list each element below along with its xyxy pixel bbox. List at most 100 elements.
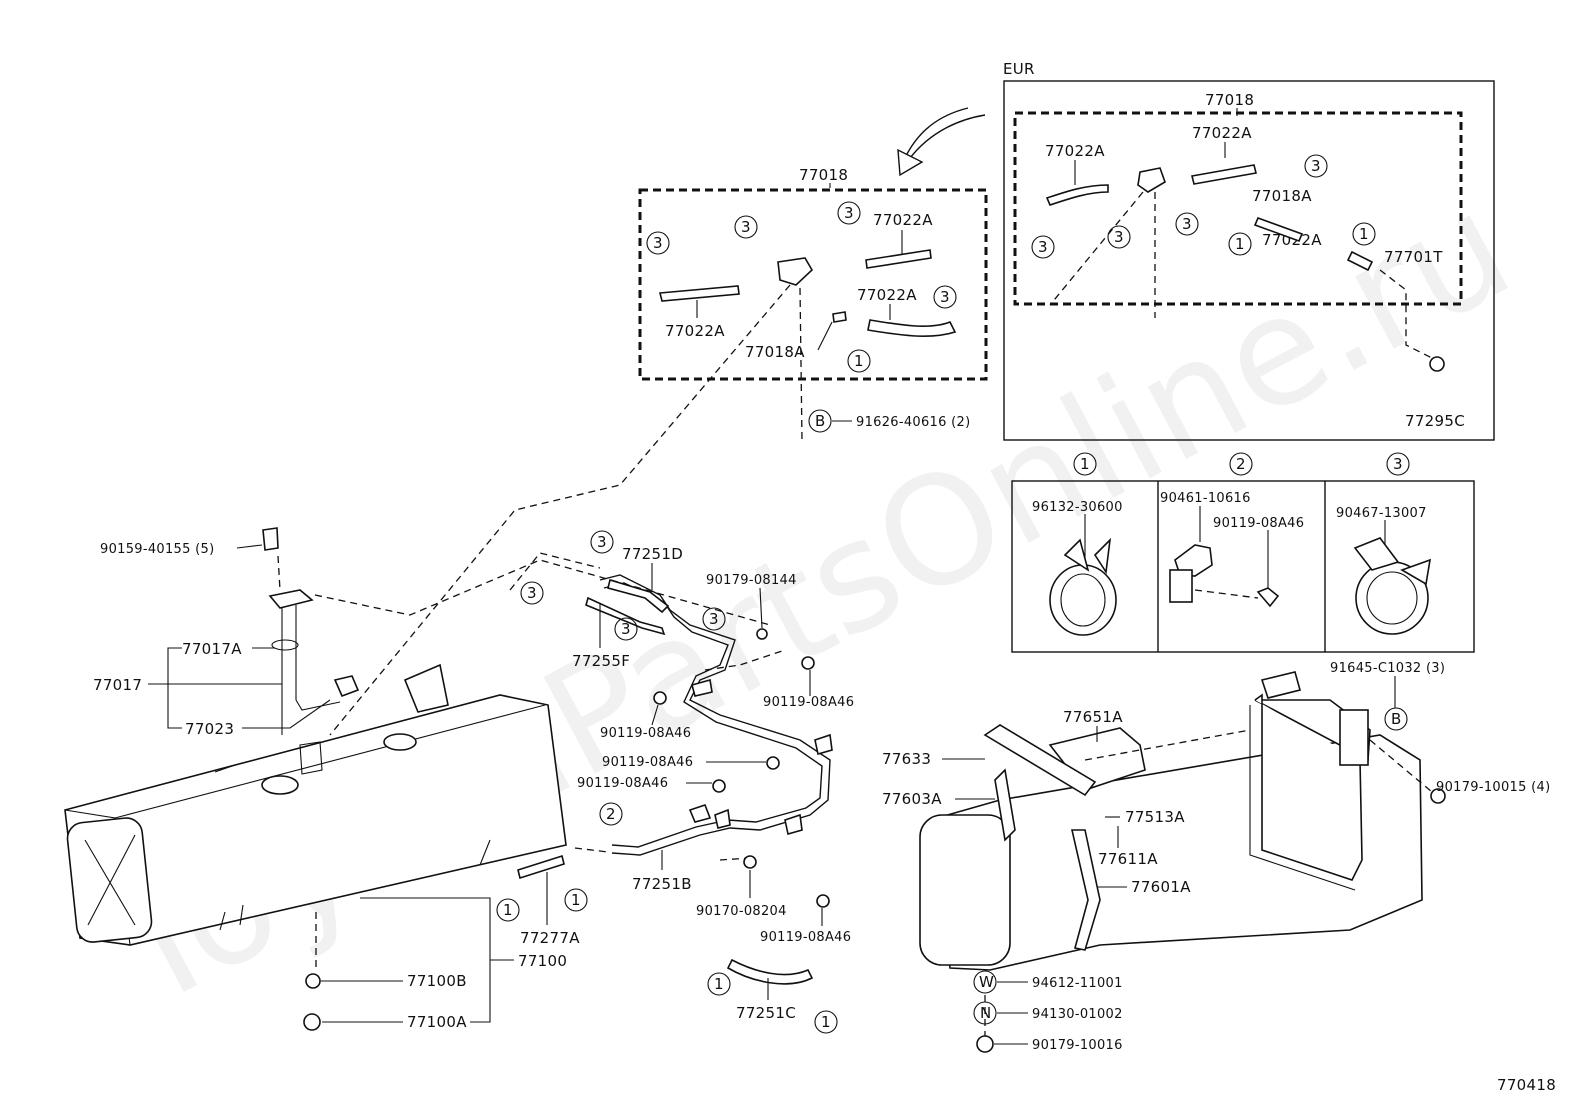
svg-text:90461-10616: 90461-10616 — [1160, 491, 1251, 506]
label-77100a: 77100A — [407, 1013, 467, 1031]
main-hose-label-left: 77022A — [665, 322, 725, 340]
svg-text:94130-01002: 94130-01002 — [1032, 1007, 1123, 1022]
eur-label: EUR — [1003, 60, 1035, 78]
svg-text:90179-10016: 90179-10016 — [1032, 1038, 1123, 1053]
main-hose-label-right: 77022A — [857, 286, 917, 304]
clip-detail-table: 1 2 3 96132-30600 90461-10616 90119-08A4… — [1011, 452, 1475, 653]
fuel-tank-77100 — [64, 663, 567, 946]
eur-hose-label-mid: 77022A — [1192, 124, 1252, 142]
eur-nut — [1429, 356, 1445, 372]
label-77017: 77017 — [93, 676, 142, 694]
eur-dashed-group — [1013, 111, 1463, 306]
sub-tank-with-bands — [919, 671, 1446, 1040]
svg-text:3: 3 — [844, 204, 854, 222]
label-77651a: 77651A — [1063, 708, 1123, 726]
label-77633: 77633 — [882, 750, 931, 768]
svg-text:3: 3 — [597, 533, 607, 551]
reference-arrow — [904, 114, 986, 166]
eur-hose-mid — [1191, 164, 1257, 185]
hose-77277a — [517, 854, 565, 880]
label-90179-10015: 90179-10015 (4) — [1436, 780, 1550, 795]
svg-text:3: 3 — [621, 620, 631, 638]
b-callout-right: B — [1384, 707, 1408, 731]
svg-text:90119-08A46: 90119-08A46 — [1213, 516, 1304, 531]
svg-text:N: N — [980, 1004, 991, 1022]
main-valve-77018a — [832, 311, 847, 323]
label-77255f: 77255F — [572, 652, 630, 670]
svg-text:96132-30600: 96132-30600 — [1032, 500, 1123, 515]
svg-text:B: B — [1391, 710, 1401, 728]
label-77023: 77023 — [185, 720, 234, 738]
svg-text:1: 1 — [821, 1013, 831, 1031]
svg-text:3: 3 — [1114, 228, 1124, 246]
svg-text:1: 1 — [1080, 455, 1090, 473]
label-77251b: 77251B — [632, 875, 692, 893]
svg-text:90467-13007: 90467-13007 — [1336, 506, 1427, 521]
label-77513a: 77513A — [1125, 808, 1185, 826]
hose-77251c-clip-refs: 1 1 — [707, 972, 838, 1034]
svg-text:1: 1 — [1359, 225, 1369, 243]
svg-text:1: 1 — [714, 975, 724, 993]
label-90179-08144: 90179-08144 — [706, 573, 797, 588]
main-valve-label: 77018A — [745, 343, 805, 361]
svg-text:3: 3 — [1182, 215, 1192, 233]
eur-group-label: 77018 — [1205, 91, 1254, 109]
eur-nut-label: 77295C — [1405, 412, 1465, 430]
label-77611a: 77611A — [1098, 850, 1158, 868]
label-90119-d: 90119-08A46 — [577, 776, 668, 791]
main-hose-left — [658, 285, 740, 302]
eur-box — [1003, 80, 1495, 441]
svg-text:1: 1 — [854, 352, 864, 370]
label-77277a: 77277A — [520, 929, 580, 947]
main-three-way-valve — [777, 257, 814, 286]
label-91645: 91645-C1032 (3) — [1330, 661, 1445, 676]
eur-hose-label-left: 77022A — [1045, 142, 1105, 160]
eur-clip-refs: 3 3 3 3 1 1 — [1031, 154, 1376, 259]
diagram-id: 770418 — [1497, 1076, 1556, 1094]
main-group-leader — [329, 284, 791, 736]
svg-text:3: 3 — [1038, 238, 1048, 256]
eur-check-valve — [1346, 250, 1374, 272]
label-77100b: 77100B — [407, 972, 467, 990]
svg-text:3: 3 — [940, 288, 950, 306]
fuel-line-bolts — [653, 628, 830, 908]
tank-clip-refs: 1 1 — [496, 888, 588, 922]
bolt-77100b — [305, 973, 321, 989]
eur-valve-77701t-label: 77701T — [1384, 248, 1443, 266]
svg-text:3: 3 — [1393, 455, 1403, 473]
label-90159: 90159-40155 (5) — [100, 542, 214, 557]
b-bolt-callout: B 91626-40616 (2) — [808, 409, 970, 433]
bolt-77100a — [303, 1013, 321, 1031]
svg-text:2: 2 — [1236, 455, 1246, 473]
main-clip-refs: 3 3 3 3 1 — [646, 201, 957, 373]
label-77100: 77100 — [518, 952, 567, 970]
fuel-lines — [509, 552, 833, 861]
svg-text:2: 2 — [606, 805, 616, 823]
main-group-label: 77018 — [799, 166, 848, 184]
svg-text:3: 3 — [741, 218, 751, 236]
svg-text:W: W — [979, 973, 994, 991]
svg-text:3: 3 — [709, 610, 719, 628]
label-77017a: 77017A — [182, 640, 242, 658]
svg-text:91626-40616 (2): 91626-40616 (2) — [856, 415, 970, 430]
main-dashed-group — [638, 188, 988, 381]
eur-three-way-valve — [1137, 167, 1166, 193]
svg-text:1: 1 — [1235, 235, 1245, 253]
label-90119-c: 90119-08A46 — [602, 755, 693, 770]
eur-hose-low — [1253, 216, 1304, 243]
svg-text:B: B — [815, 412, 825, 430]
label-90119-a: 90119-08A46 — [763, 695, 854, 710]
svg-text:1: 1 — [503, 901, 513, 919]
label-77251c: 77251C — [736, 1004, 796, 1022]
hardware-stack: W 94612-11001 N 94130-01002 90179-10016 — [973, 970, 1123, 1053]
label-90119-b: 90119-08A46 — [600, 726, 691, 741]
eur-valve-label: 77018A — [1252, 187, 1312, 205]
hose-77251c — [726, 958, 814, 985]
svg-text:3: 3 — [527, 584, 537, 602]
svg-text:94612-11001: 94612-11001 — [1032, 976, 1123, 991]
label-77251d: 77251D — [622, 545, 683, 563]
label-77601a: 77601A — [1131, 878, 1191, 896]
fuel-line-clip-refs: 3 3 3 3 2 — [520, 530, 726, 826]
label-90119-e: 90119-08A46 — [760, 930, 851, 945]
